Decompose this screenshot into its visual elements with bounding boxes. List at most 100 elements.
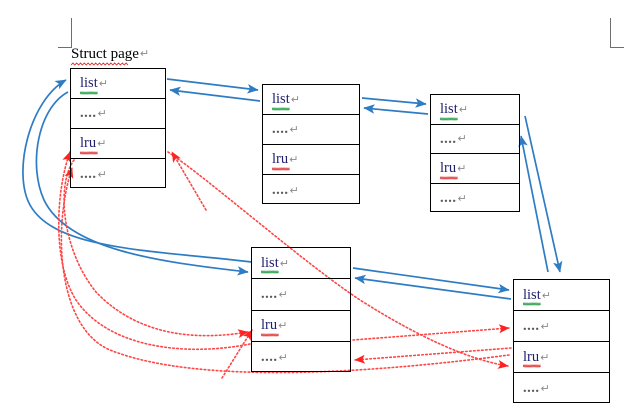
row-label-dots2: .... bbox=[272, 181, 289, 198]
struct-row-list: list↵ bbox=[252, 248, 350, 280]
pilcrow-icon: ↵ bbox=[278, 287, 288, 301]
row-label-lru: lru bbox=[272, 152, 290, 171]
struct-row-lru: lru↵ bbox=[252, 311, 350, 342]
struct-row-dots2: ....↵ bbox=[263, 175, 359, 205]
struct-page-box-top-middle[interactable]: list↵....↵lru↵....↵ bbox=[262, 84, 360, 204]
arrow-box4-to-box1-lru bbox=[57, 151, 251, 351]
struct-row-dots: ....↵ bbox=[252, 279, 350, 311]
struct-row-dots2: ....↵ bbox=[252, 342, 350, 373]
row-label-dots: .... bbox=[272, 121, 289, 138]
arrow-box5-to-box4-lru bbox=[354, 347, 512, 364]
pilcrow-icon: ↵ bbox=[457, 132, 467, 146]
pilcrow-icon: ↵ bbox=[289, 183, 299, 197]
row-label-dots: .... bbox=[440, 130, 457, 147]
struct-page-box-bottom-middle[interactable]: list↵....↵lru↵....↵ bbox=[251, 247, 351, 372]
spellcheck-squiggle-icon bbox=[272, 106, 290, 111]
struct-row-dots: ....↵ bbox=[71, 99, 165, 129]
pilcrow-icon: ↵ bbox=[290, 93, 300, 106]
arrow-incoming-box4-left-lru bbox=[221, 329, 253, 379]
pilcrow-icon: ↵ bbox=[289, 153, 299, 166]
struct-row-dots2: ....↵ bbox=[514, 373, 609, 404]
row-label-dots2: .... bbox=[261, 349, 278, 366]
row-label-dots: .... bbox=[523, 317, 540, 334]
row-label-lru: lru bbox=[523, 350, 541, 369]
row-label-list: list bbox=[272, 92, 290, 111]
row-label-list: list bbox=[80, 76, 98, 95]
struct-row-lru: lru↵ bbox=[71, 129, 165, 159]
arrow-box2-to-box1-list bbox=[169, 86, 261, 102]
struct-row-list: list↵ bbox=[263, 85, 359, 115]
pilcrow-icon: ↵ bbox=[279, 256, 289, 270]
row-label-lru: lru bbox=[261, 318, 279, 337]
arrow-box1-to-box4-lru bbox=[63, 159, 249, 339]
arrow-box5-to-box1-lru bbox=[60, 167, 510, 374]
pilcrow-icon: ↵ bbox=[457, 161, 467, 175]
struct-row-list: list↵ bbox=[71, 69, 165, 99]
struct-page-box-top-left[interactable]: list↵....↵lru↵....↵ bbox=[70, 68, 166, 188]
row-label-dots2: .... bbox=[440, 190, 457, 206]
struct-row-dots2: ....↵ bbox=[71, 159, 165, 189]
pilcrow-icon: ↵ bbox=[540, 350, 550, 364]
spellcheck-squiggle-icon bbox=[523, 302, 541, 307]
row-label-lru: lru bbox=[440, 161, 458, 180]
spellcheck-squiggle-icon bbox=[523, 364, 541, 369]
arrow-box3-to-box5-list bbox=[524, 115, 563, 273]
spellcheck-squiggle-icon bbox=[261, 332, 279, 337]
margin-guide-top-left bbox=[58, 18, 72, 48]
arrow-box2-to-box3-list bbox=[361, 97, 427, 108]
page-title: Struct page↵ bbox=[71, 46, 150, 66]
pilcrow-icon: ↵ bbox=[540, 319, 550, 333]
row-label-dots2: .... bbox=[80, 165, 97, 182]
row-label-list: list bbox=[440, 102, 458, 121]
row-label-dots: .... bbox=[261, 286, 278, 303]
row-label-lru: lru bbox=[80, 136, 98, 155]
margin-guide-top-right bbox=[610, 18, 624, 48]
pilcrow-icon: ↵ bbox=[97, 107, 107, 120]
spellcheck-squiggle-icon bbox=[440, 116, 458, 121]
spellcheck-squiggle-icon bbox=[440, 175, 458, 180]
row-label-dots: .... bbox=[80, 105, 97, 122]
page-title-text: Struct page bbox=[71, 46, 139, 62]
spellcheck-squiggle-icon bbox=[80, 150, 98, 155]
arrow-box1-to-box4-list bbox=[35, 91, 249, 276]
pilcrow-icon: ↵ bbox=[289, 123, 299, 136]
struct-row-dots2: ....↵ bbox=[431, 184, 519, 214]
arrow-incoming-box1-right-lru bbox=[171, 151, 207, 211]
row-label-list: list bbox=[261, 256, 279, 275]
pilcrow-icon: ↵ bbox=[541, 288, 551, 302]
arrow-box5-to-box3-list bbox=[518, 135, 549, 273]
struct-page-box-top-right[interactable]: list↵....↵lru↵....↵ bbox=[430, 94, 520, 212]
pilcrow-icon: ↵ bbox=[457, 191, 467, 205]
arrow-box5-to-box4-list bbox=[354, 274, 512, 300]
red-lru-connectors bbox=[57, 151, 512, 379]
blue-list-connectors bbox=[22, 78, 563, 300]
struct-row-dots: ....↵ bbox=[263, 115, 359, 145]
arrow-box3-to-box2-list bbox=[363, 104, 429, 115]
struct-row-list: list↵ bbox=[514, 280, 609, 311]
pilcrow-icon: ↵ bbox=[540, 382, 550, 395]
row-label-dots2: .... bbox=[523, 380, 540, 397]
pilcrow-icon: ↵ bbox=[97, 137, 107, 150]
spellcheck-squiggle-icon bbox=[71, 62, 129, 66]
spellcheck-squiggle-icon bbox=[80, 90, 98, 95]
struct-row-dots: ....↵ bbox=[514, 311, 609, 342]
pilcrow-icon: ↵ bbox=[98, 77, 108, 90]
struct-page-box-bottom-right[interactable]: list↵....↵lru↵....↵ bbox=[513, 279, 610, 403]
arrow-box4-to-box5-lru bbox=[352, 324, 510, 341]
pilcrow-icon: ↵ bbox=[278, 350, 288, 364]
spellcheck-squiggle-icon bbox=[272, 166, 290, 171]
pilcrow-icon: ↵ bbox=[278, 319, 288, 333]
pilcrow-icon: ↵ bbox=[139, 47, 150, 60]
struct-row-lru: lru↵ bbox=[514, 342, 609, 373]
pilcrow-icon: ↵ bbox=[97, 167, 107, 181]
struct-row-dots: ....↵ bbox=[431, 125, 519, 154]
pilcrow-icon: ↵ bbox=[458, 102, 468, 116]
arrow-box4-to-box5-list bbox=[352, 267, 510, 294]
row-label-list: list bbox=[523, 288, 541, 307]
arrow-box1-to-box2-list bbox=[166, 78, 259, 94]
arrow-box1-to-box5-lru bbox=[167, 151, 509, 369]
spellcheck-squiggle-icon bbox=[261, 270, 279, 275]
arrow-box4-to-box1-list bbox=[22, 79, 253, 263]
